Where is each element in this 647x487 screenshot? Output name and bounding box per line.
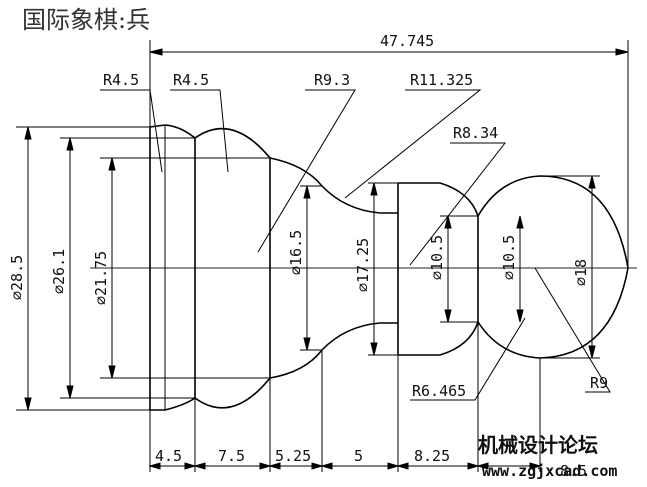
diameter-label-17-25: ⌀17.25 [354, 238, 372, 292]
segment-label-5: 5 [354, 447, 363, 465]
radius-label-r4-5-b: R4.5 [173, 71, 209, 89]
segment-label-7-5: 7.5 [218, 447, 245, 465]
diameter-label-10-5-a: ⌀10.5 [428, 235, 446, 280]
left-diameter-dims [16, 126, 270, 411]
segment-dims [148, 322, 542, 472]
ring-top-arc [194, 127, 271, 159]
radius-label-r11-325: R11.325 [410, 71, 473, 89]
drawing-title: 国际象棋:兵 [22, 6, 150, 34]
overall-length-dim [149, 40, 629, 268]
diameter-label-21-75: ⌀21.75 [92, 251, 110, 305]
neck-top-curve [269, 157, 398, 214]
radius-label-r8-34: R8.34 [453, 124, 498, 142]
pawn-profile [149, 124, 629, 411]
watermark-brand: 机械设计论坛 [478, 433, 598, 457]
segment-label-8-25: 8.25 [414, 447, 450, 465]
segment-label-8-5: 8.5 [560, 462, 587, 480]
watermark-site: www.zgjxcad.com [482, 462, 617, 480]
diameter-label-28-5: ⌀28.5 [8, 255, 26, 300]
radius-leaders [100, 89, 611, 401]
segment-label-4-5: 4.5 [155, 447, 182, 465]
neck-diameter-dims [300, 175, 600, 359]
collar-top [398, 182, 479, 217]
radius-label-r4-5-a: R4.5 [103, 71, 139, 89]
diameter-label-26-1: ⌀26.1 [50, 249, 68, 294]
segment-label-5-25: 5.25 [275, 447, 311, 465]
diameter-label-10-5-b: ⌀10.5 [500, 235, 518, 280]
radius-label-r9: R9 [590, 374, 608, 392]
ring-bottom-arc [194, 377, 271, 409]
diameter-label-18: ⌀18 [572, 259, 590, 286]
overall-length-label: 47.745 [380, 32, 434, 50]
collar-bottom [398, 321, 479, 356]
radius-label-r6-465: R6.465 [412, 382, 466, 400]
diameter-label-16-5: ⌀16.5 [287, 230, 305, 275]
radius-label-r9-3: R9.3 [314, 71, 350, 89]
neck-bottom-curve [269, 322, 398, 379]
